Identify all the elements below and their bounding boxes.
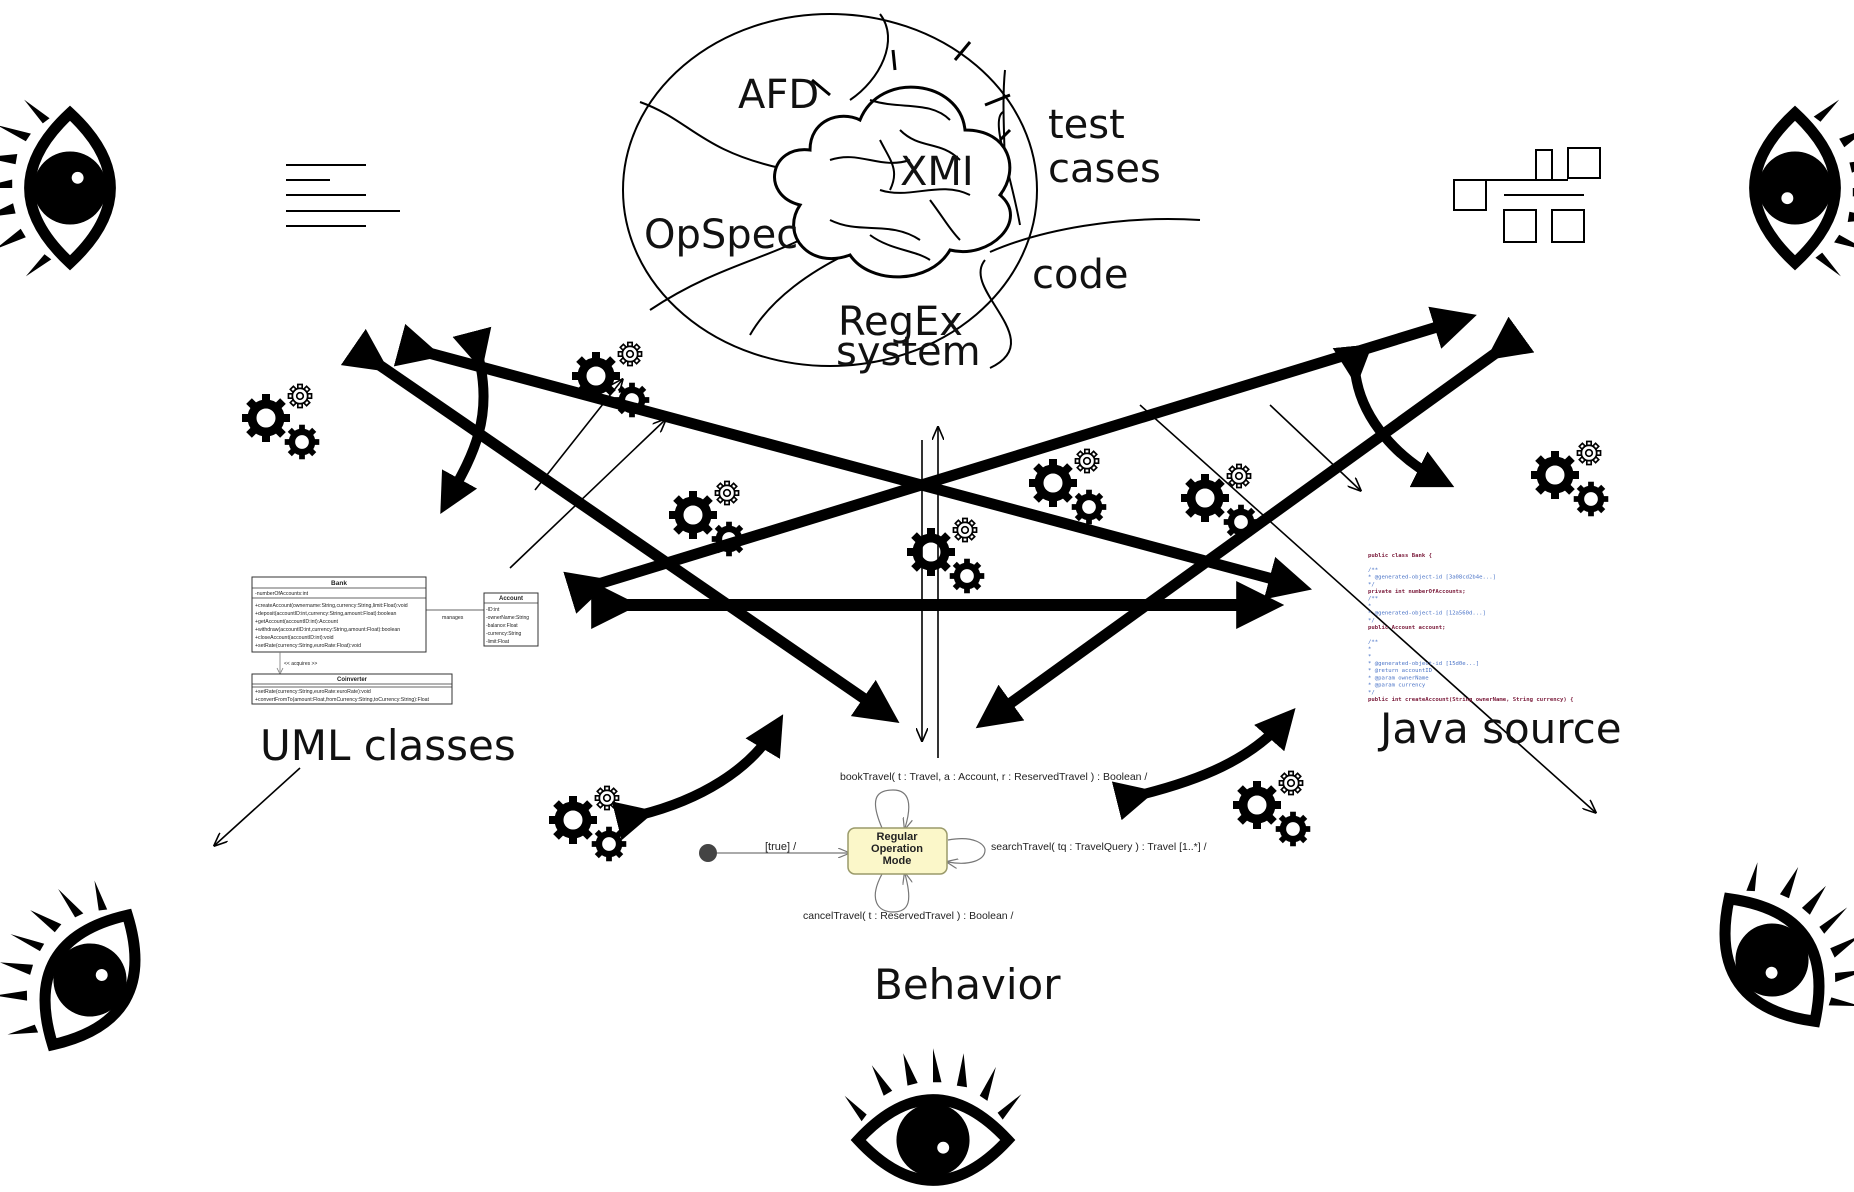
java-source-label: Java source [1377,704,1622,753]
cloud-region-test: test [1048,102,1125,148]
arrow-curve-left-bottom [611,714,784,841]
uml-attr: -numberOfAccounts:int [255,591,309,597]
arrow-uml-java-down [393,323,1313,600]
transition-guard: [true] / [765,841,797,853]
java-code-line: * [1368,603,1371,609]
gears-icon [1531,441,1608,516]
list-icon [286,164,400,227]
arrow-curve-left-top [440,326,492,515]
state-name-line: Mode [883,855,912,867]
uml-op: +getAccount(accountID:int):Account [255,619,338,625]
cloud-region-afd: AFD [738,72,819,118]
uml-attr: -currency:String [486,631,522,637]
gears-icon [907,518,984,593]
uml-dep-acquires: << acquires >> [284,661,317,667]
java-code-line: * @return accountID [1368,668,1433,674]
cloud-region-cases: cases [1048,146,1161,192]
state-name-line: Regular [877,831,919,843]
uml-attr: -ID:int [486,607,500,613]
gears-icon [549,786,626,861]
uml-class-converter-title: Coinverter [337,677,368,683]
cloud-region-opspec: OpSpec [644,212,798,258]
state-machine: [true] / Regular Operation Mode bookTrav… [699,771,1207,922]
java-code-line: * [1368,654,1371,660]
class-hierarchy-icon [1453,147,1601,243]
brain-icon [773,41,1012,279]
java-code-line: * @param currency [1368,683,1426,689]
java-code-line: /** [1368,596,1378,602]
uml-attr: -limit:Float [486,639,510,645]
uml-op: +setRate(currency:String,euroRate:euroRa… [255,689,371,695]
eye-icon [0,858,169,1077]
java-code-line: * @generated-object-id [3a08cd2b4e...] [1368,575,1496,581]
uml-attr: -balance:Float [486,623,518,629]
java-code-line: * @generated-object-id [12a560d...] [1368,611,1486,617]
java-code-line: * [1368,647,1371,653]
gears-icon [1233,771,1310,846]
uml-class-diagram: Bank -numberOfAccounts:int +createAccoun… [251,576,539,705]
thin-arrows [215,380,1595,845]
uml-op: +setRate(currency:String,euroRate:Float)… [255,643,361,649]
java-code-line: */ [1368,618,1375,624]
cloud-region-xmi: XMI [900,149,974,195]
java-code-line: /** [1368,639,1378,645]
transition-book-travel: bookTravel( t : Travel, a : Account, r :… [840,771,1147,783]
eye-icon [1755,100,1854,277]
java-code-line: * @param ownerName [1368,675,1429,681]
eye-icon [845,1048,1022,1180]
uml-op: +closeAccount(accountID:int):void [255,635,334,641]
java-code-line: public Account account; [1368,625,1445,631]
uml-class-bank-title: Bank [331,580,347,587]
uml-op: +deposit(accountID:int,currency:String,a… [255,611,397,617]
java-code-line: */ [1368,582,1375,588]
state-name-line: Operation [871,843,923,855]
uml-assoc-manages: manages [442,615,464,621]
java-code-line: */ [1368,690,1375,696]
arrow-curve-right-top [1332,344,1455,488]
transition-search-travel: searchTravel( tq : TravelQuery ) : Trave… [991,841,1207,853]
gears-icon [242,384,319,459]
transition-cancel-travel: cancelTravel( t : ReservedTravel ) : Boo… [803,910,1014,922]
uml-op: +withdraw(accountID:int,currency:String,… [255,627,400,633]
state-regular-operation-mode [847,827,948,875]
eye-icon [0,100,110,277]
behavior-label: Behavior [874,960,1061,1009]
java-code-line: * @generated-object-id [15d0e...] [1368,661,1479,667]
uml-class-account-title: Account [499,596,523,602]
eye-icon [1688,835,1854,1056]
initial-state [699,844,717,862]
uml-op: +createAccount(ownername:String,currency… [255,603,408,609]
uml-attr: -ownerName:String [486,615,529,621]
java-code-line: public int createAccount(String ownerNam… [1368,697,1573,703]
cloud-region-system: system [836,329,981,375]
uml-classes-label: UML classes [260,721,516,770]
cloud-region-code: code [1032,252,1128,298]
uml-op: +convertFromTo(amount:Float,fromCurrency… [255,697,430,703]
java-source-code: public class Bank { /** * @generated-obje… [1368,553,1573,703]
java-code-line: private int numberOfAccounts; [1368,589,1466,595]
java-code-line: public class Bank { [1368,553,1432,559]
java-code-line: /** [1368,567,1378,573]
arrow-curve-right-bottom [1111,707,1296,821]
